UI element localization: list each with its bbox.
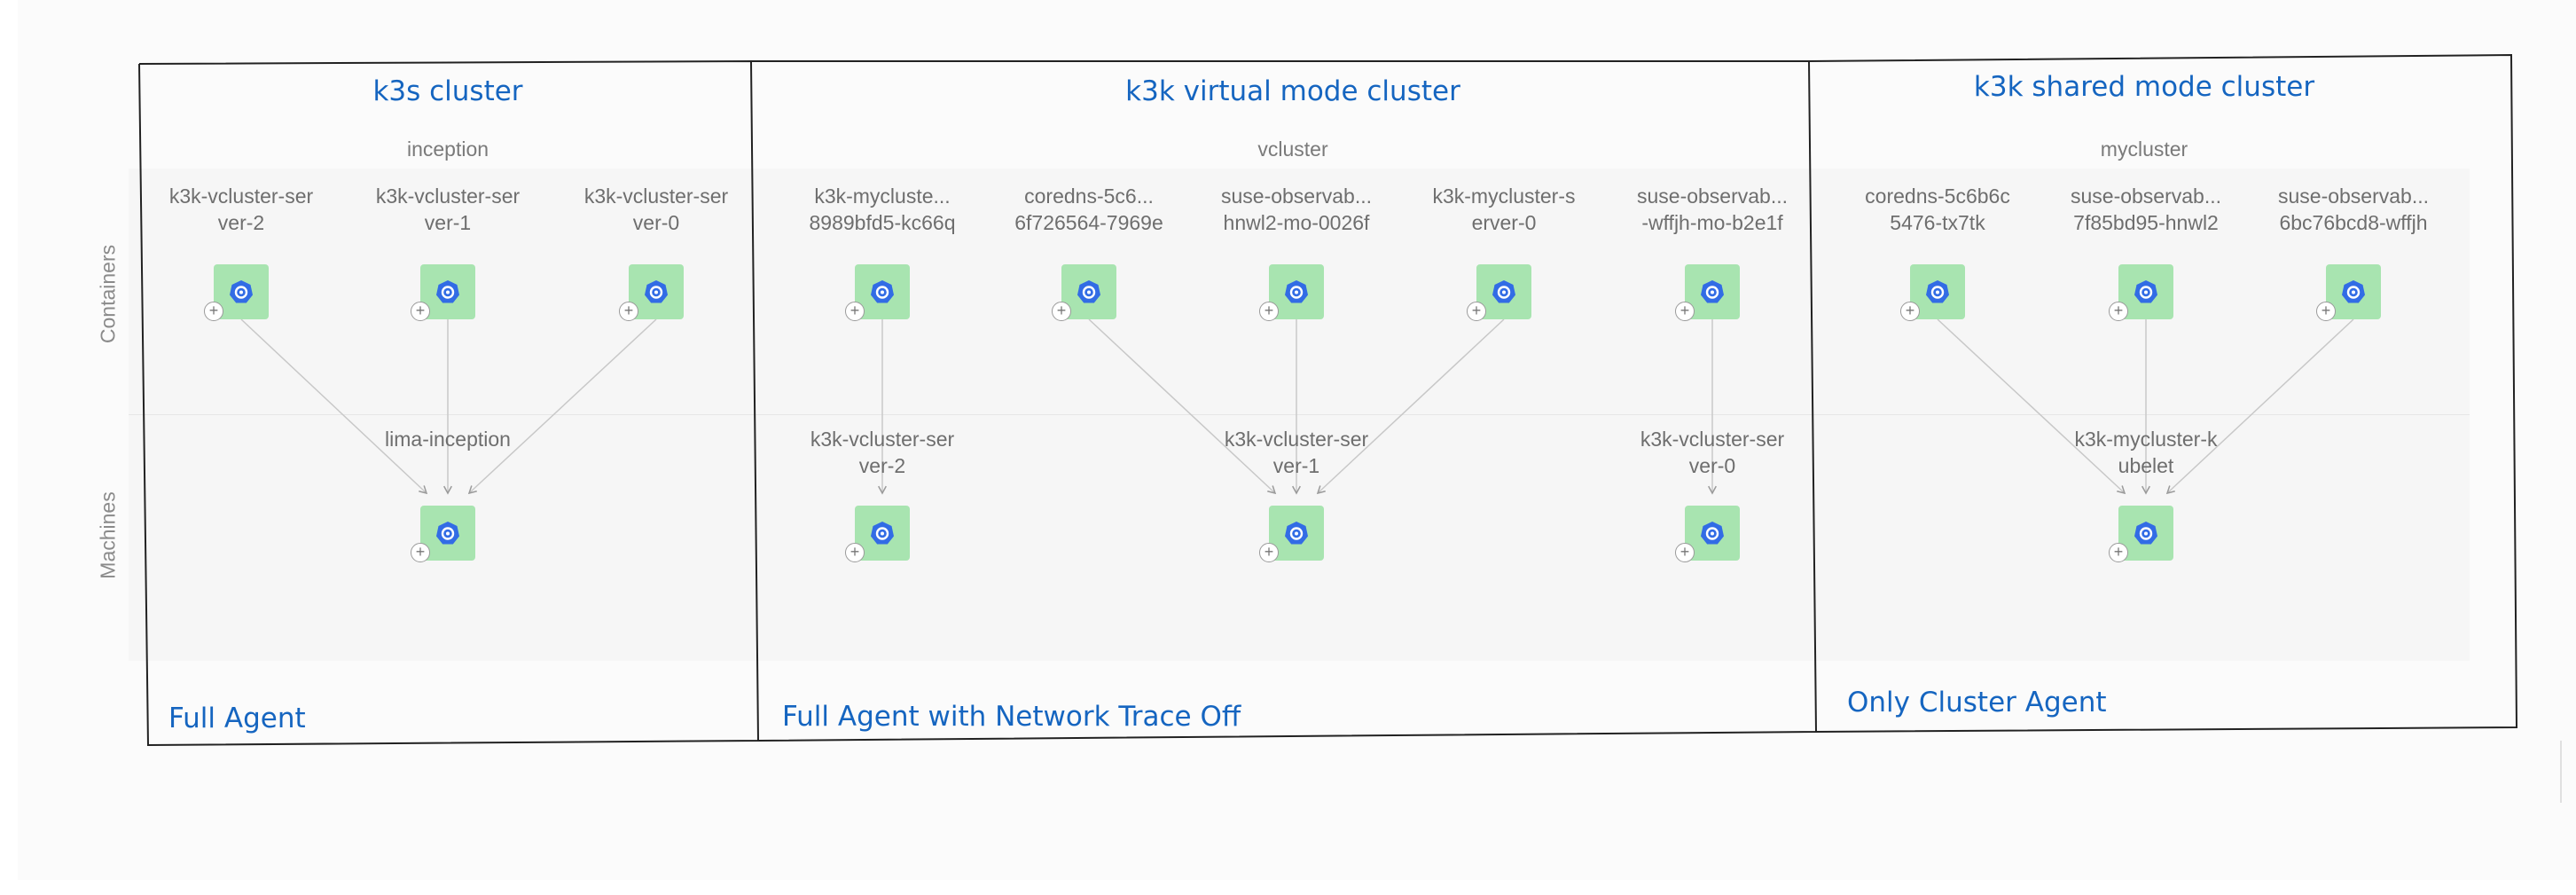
kubernetes-icon [871, 522, 894, 545]
group-label: vcluster [1257, 137, 1328, 161]
expand-plus-icon[interactable]: + [1052, 302, 1071, 321]
expand-plus-icon[interactable]: + [1675, 302, 1695, 321]
container-label: suse-observab...7f85bd95-hnwl2 [2070, 184, 2222, 234]
expand-plus-icon[interactable]: + [1259, 543, 1279, 562]
machine-node[interactable] [1269, 506, 1324, 561]
container-node[interactable] [855, 264, 910, 319]
kubernetes-icon [871, 280, 894, 303]
group-label: mycluster [2100, 137, 2188, 161]
expand-plus-icon[interactable]: + [845, 302, 865, 321]
kubernetes-icon [1285, 280, 1308, 303]
expand-plus-icon[interactable]: + [845, 543, 865, 562]
agent-caption: Full Agent [168, 703, 306, 734]
kubernetes-icon [436, 522, 459, 545]
agent-caption: Only Cluster Agent [1847, 687, 2107, 718]
container-label: suse-observab...hnwl2-mo-0026f [1220, 184, 1373, 234]
kubernetes-icon [1701, 280, 1724, 303]
expand-plus-icon[interactable]: + [1900, 302, 1920, 321]
expand-plus-icon[interactable]: + [2109, 302, 2128, 321]
expand-plus-icon[interactable]: + [1259, 302, 1279, 321]
kubernetes-icon [1492, 280, 1515, 303]
dependency-edge [468, 318, 657, 494]
expand-plus-icon[interactable]: + [204, 302, 223, 321]
kubernetes-icon [1285, 522, 1308, 545]
machine-node[interactable] [1685, 506, 1740, 561]
container-label: suse-observab...6bc76bcd8-wffjh [2277, 184, 2430, 234]
expand-plus-icon[interactable]: + [1467, 302, 1486, 321]
cluster-title: k3k virtual mode cluster [1125, 75, 1460, 107]
container-label: suse-observab...-wffjh-mo-b2e1f [1636, 184, 1789, 234]
expand-plus-icon[interactable]: + [1675, 543, 1695, 562]
expand-plus-icon[interactable]: + [411, 543, 430, 562]
expand-plus-icon[interactable]: + [619, 302, 638, 321]
cluster-title: k3k shared mode cluster [1973, 71, 2315, 103]
expand-plus-icon[interactable]: + [2109, 543, 2128, 562]
kubernetes-icon [230, 280, 253, 303]
kubernetes-icon [1701, 522, 1724, 545]
container-label: k3k-mycluste...8989bfd5-kc66q [809, 184, 956, 234]
machine-label: lima-inception [385, 428, 511, 451]
kubernetes-icon [1077, 280, 1100, 303]
agent-caption: Full Agent with Network Trace Off [782, 701, 1241, 733]
cluster-title: k3s cluster [372, 75, 523, 107]
container-label: coredns-5c6...6f726564-7969e [1014, 184, 1163, 234]
kubernetes-icon [2342, 280, 2365, 303]
dependency-edge [240, 318, 427, 494]
kubernetes-icon [1926, 280, 1949, 303]
group-label: inception [406, 137, 489, 161]
expand-plus-icon[interactable]: + [411, 302, 430, 321]
kubernetes-icon [2134, 280, 2157, 303]
kubernetes-icon [645, 280, 668, 303]
expand-plus-icon[interactable]: + [2316, 302, 2336, 321]
kubernetes-icon [2134, 522, 2157, 545]
kubernetes-icon [436, 280, 459, 303]
